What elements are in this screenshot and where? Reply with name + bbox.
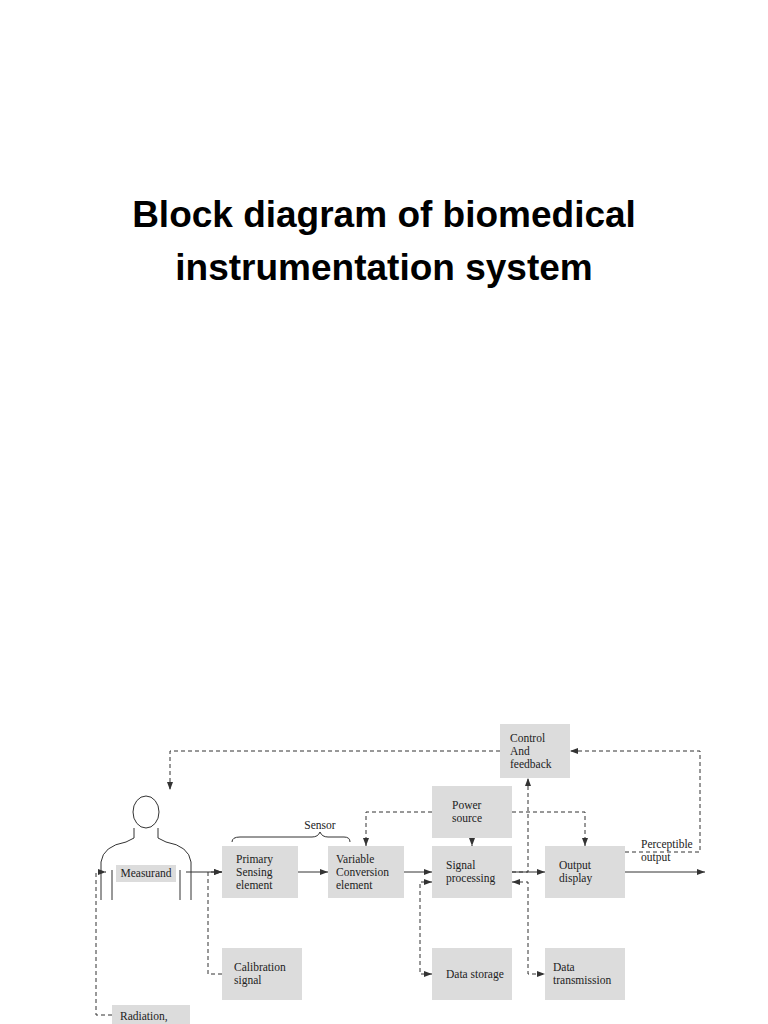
dashed-connector — [512, 812, 585, 846]
dashed-connector — [570, 751, 700, 852]
display-box: Output display — [545, 846, 625, 898]
dashed-connector — [208, 872, 222, 974]
node-text: Radiation, — [120, 1010, 168, 1023]
output-arrow — [625, 872, 705, 873]
signal-arrow — [512, 872, 545, 873]
dashed-connector — [170, 751, 500, 790]
node-text: Signal processing — [446, 859, 504, 885]
calibration-box: Calibration signal — [222, 948, 302, 1000]
node-text: Measurand — [116, 865, 175, 882]
node-text: Calibration signal — [234, 961, 296, 987]
group-label: Sensor — [290, 819, 350, 832]
dashed-connector — [420, 882, 432, 974]
head-outline — [133, 796, 159, 828]
conversion-box: Variable Conversion element — [328, 846, 404, 898]
node-text: Data transmission — [553, 961, 621, 987]
body-outline — [101, 828, 191, 900]
sensor-bracket — [232, 832, 350, 842]
dashed-connector — [512, 778, 528, 872]
node-text: Primary Sensing element — [236, 853, 294, 892]
output-label: Perceptible output — [641, 838, 713, 864]
dashed-connector — [366, 812, 432, 846]
node-text: Output display — [559, 859, 617, 885]
node-text: Power source — [452, 799, 494, 825]
source-box: Radiation, — [112, 1005, 190, 1024]
storage-box: Data storage — [432, 948, 512, 1000]
processing-box: Signal processing — [432, 846, 512, 898]
power-box: Power source — [432, 786, 512, 838]
measurand-figure: Measurand — [106, 790, 186, 900]
dashed-connector — [472, 838, 473, 846]
control-box: Control And feedback — [500, 724, 570, 778]
human-outline — [106, 790, 186, 900]
dashed-connector — [512, 882, 545, 974]
signal-arrow — [298, 872, 328, 873]
sensing-box: Primary Sensing element — [222, 846, 298, 898]
node-text: Control And feedback — [510, 732, 560, 771]
signal-arrow — [404, 872, 432, 873]
node-text: Variable Conversion element — [336, 853, 400, 892]
transmission-box: Data transmission — [545, 948, 625, 1000]
page-title: Block diagram of biomedical instrumentat… — [84, 188, 684, 294]
node-text: Data storage — [446, 968, 504, 981]
dashed-connector — [96, 872, 112, 1015]
